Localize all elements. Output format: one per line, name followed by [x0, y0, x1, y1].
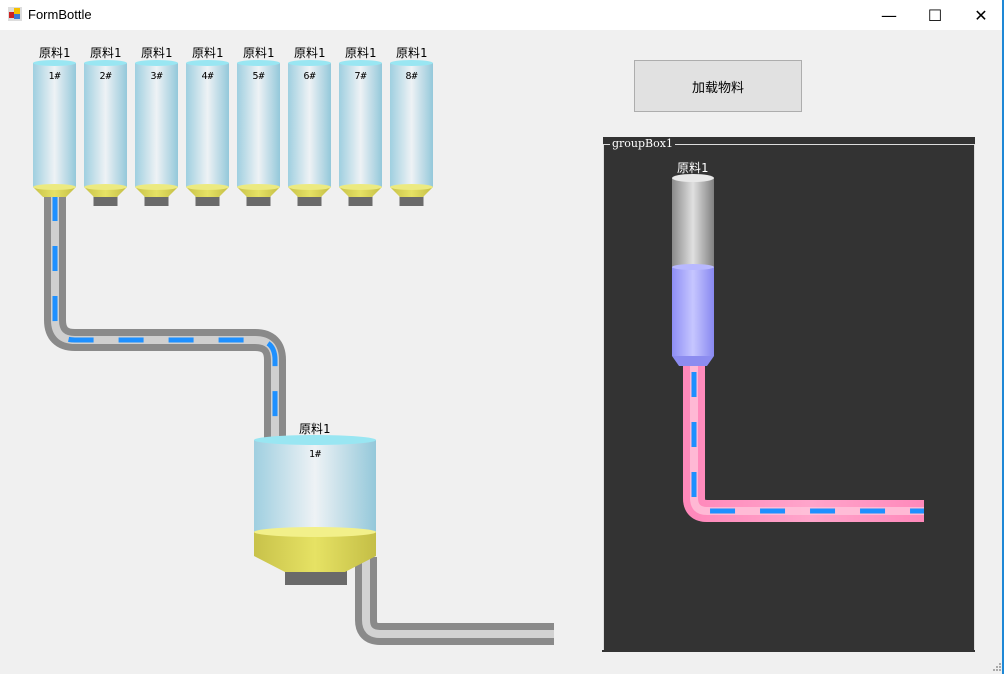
silo-number: 3#: [150, 71, 163, 82]
silo-number: 5#: [252, 71, 265, 82]
silo-top: [135, 60, 178, 66]
group-box-title: groupBox1: [610, 137, 675, 150]
flow-indicator: [52, 196, 278, 438]
silo-1: [33, 60, 76, 197]
silo-number: 8#: [405, 71, 418, 82]
silo-body: [186, 63, 229, 187]
silo-label: 原料1: [396, 46, 428, 60]
minimize-button[interactable]: —: [866, 0, 912, 30]
silo-top: [339, 60, 382, 66]
silo-2: [84, 60, 127, 206]
silo-body: [33, 63, 76, 187]
group-box: [603, 137, 975, 651]
group-box-bottom-line: [602, 650, 975, 652]
minimize-icon: —: [881, 5, 897, 25]
silo-label: 原料1: [141, 46, 173, 60]
silo-3: [135, 60, 178, 206]
silo-number: 2#: [99, 71, 112, 82]
mixer-tank: [254, 435, 376, 585]
bottle-label: 原料1: [677, 161, 709, 175]
maximize-icon: ☐: [927, 5, 943, 25]
silo-label: 原料1: [192, 46, 224, 60]
silo-body: [339, 63, 382, 187]
silo-label: 原料1: [294, 46, 326, 60]
silo-top: [390, 60, 433, 66]
mixer-number: 1#: [308, 449, 322, 460]
silo-top: [237, 60, 280, 66]
window-border: [1002, 0, 1004, 674]
window-title: FormBottle: [28, 7, 92, 22]
silo-number: 1#: [48, 71, 61, 82]
silo-top: [33, 60, 76, 66]
silo-number: 7#: [354, 71, 367, 82]
silo-top: [186, 60, 229, 66]
title-bar: FormBottle — ☐ ✕: [0, 0, 1004, 30]
maximize-button[interactable]: ☐: [912, 0, 958, 30]
app-icon: [8, 7, 22, 21]
silo-label: 原料1: [243, 46, 275, 60]
silo-label: 原料1: [39, 46, 71, 60]
silo-8: [390, 60, 433, 206]
outlet-pipe: [355, 557, 554, 645]
close-icon: ✕: [974, 5, 988, 25]
silo-body: [84, 63, 127, 187]
silo-body: [135, 63, 178, 187]
group-box-border: [603, 144, 975, 651]
close-button[interactable]: ✕: [958, 0, 1004, 30]
mixer-label: 原料1: [299, 422, 331, 436]
silo-5: [237, 60, 280, 206]
silo-label: 原料1: [90, 46, 122, 60]
silo-number: 4#: [201, 71, 214, 82]
feed-pipe: [44, 196, 286, 438]
load-material-button[interactable]: 加载物料: [634, 60, 802, 112]
silo-body: [390, 63, 433, 187]
silo-6: [288, 60, 331, 206]
silo-top: [84, 60, 127, 66]
resize-grip-icon[interactable]: [992, 662, 1002, 672]
silo-label: 原料1: [345, 46, 377, 60]
silo-top: [288, 60, 331, 66]
silo-body: [288, 63, 331, 187]
silo-7: [339, 60, 382, 206]
silo-4: [186, 60, 229, 206]
silo-number: 6#: [303, 71, 316, 82]
silo-body: [237, 63, 280, 187]
